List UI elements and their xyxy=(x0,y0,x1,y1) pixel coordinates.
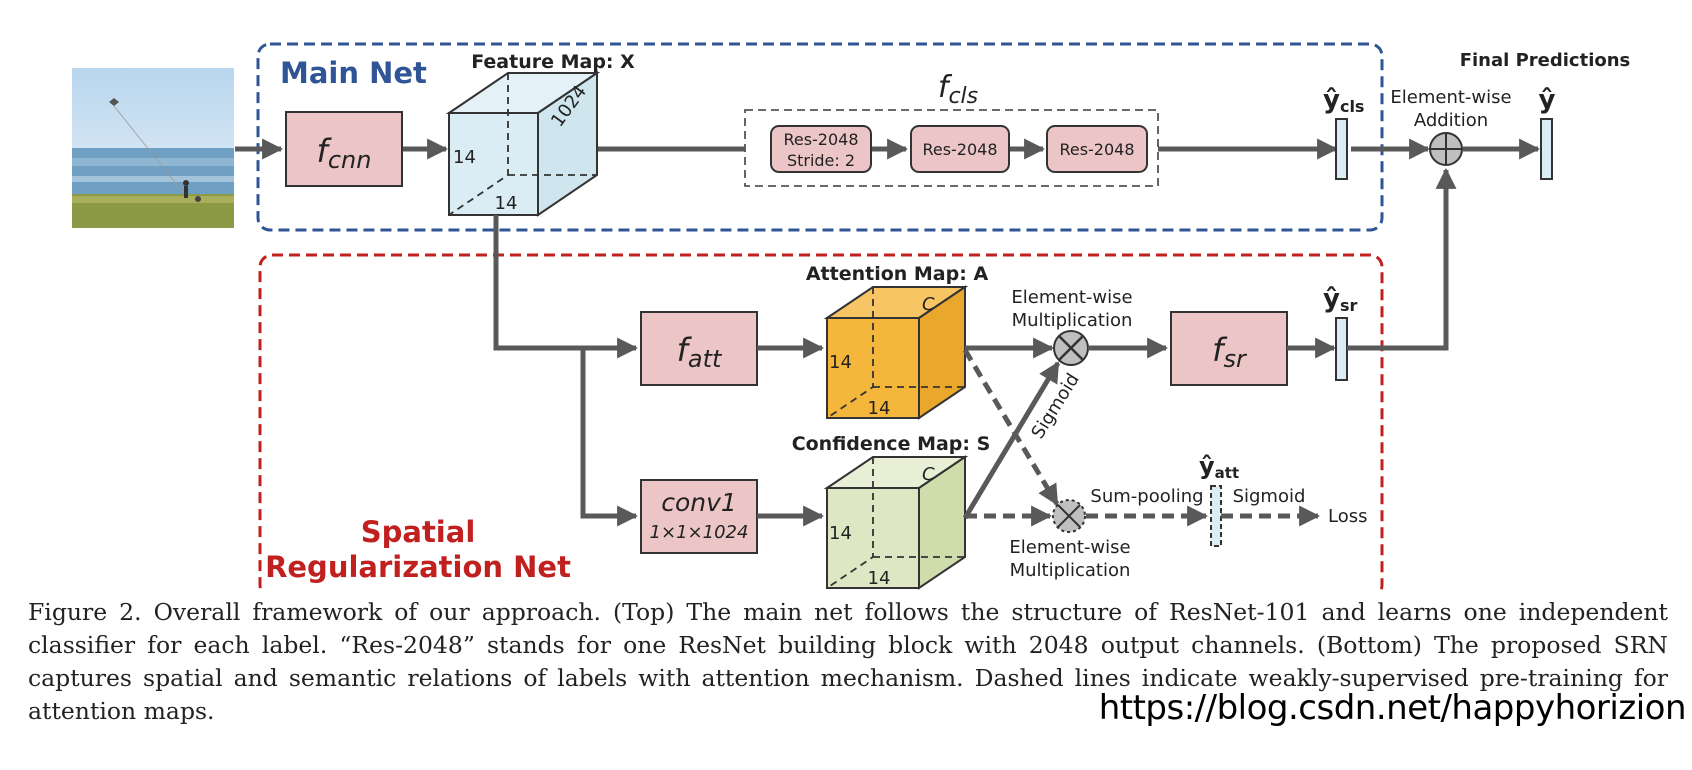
conv1-label: conv1 xyxy=(661,488,737,517)
final-predictions-label: Final Predictions xyxy=(1460,50,1631,71)
srn-frame xyxy=(258,253,1384,590)
watermark: https://blog.csdn.net/happyhorizion xyxy=(1098,688,1687,728)
mult-bottom-label-line1: Element-wise xyxy=(1009,537,1130,558)
main-net-title: Main Net xyxy=(280,56,427,90)
addition-label-line2: Addition xyxy=(1414,110,1488,131)
fcnn-box xyxy=(285,111,403,187)
sigmoid-diagonal-label: Sigmoid xyxy=(1027,370,1083,443)
attention-map-dim-depth: C xyxy=(922,294,935,315)
figure-caption: Figure 2. Overall framework of our appro… xyxy=(28,598,1668,725)
attention-map-title: Attention Map: A xyxy=(806,263,989,285)
dashed-attention-to-mult2 xyxy=(962,348,1060,506)
confidence-map-cube xyxy=(823,455,969,590)
addition-label-line1: Element-wise xyxy=(1390,87,1511,108)
mult-top-label-line2: Multiplication xyxy=(1012,310,1133,331)
arrow-featuremap-to-fatt xyxy=(493,215,639,359)
res-block-3-label: Res-2048 xyxy=(1059,140,1134,159)
ysr-label: ŷsr xyxy=(1323,284,1357,315)
confidence-map-dim-depth: C xyxy=(922,464,935,485)
ycls-label: ŷcls xyxy=(1323,85,1364,116)
srn-title-line1: Spatial xyxy=(361,515,476,549)
y-final-label: ŷ xyxy=(1539,85,1556,115)
sum-pooling-label: Sum-pooling xyxy=(1090,486,1203,507)
confidence-map-dim-bottom: 14 xyxy=(868,568,891,589)
fcls-label: fcls xyxy=(938,70,978,109)
arrow-ysr-to-add xyxy=(1347,167,1457,351)
yatt-bar xyxy=(1210,485,1222,547)
confidence-map-title: Confidence Map: S xyxy=(792,433,991,455)
sigmoid-label: Sigmoid xyxy=(1233,486,1306,507)
res-block-2-label: Res-2048 xyxy=(922,140,997,159)
fsr-box xyxy=(1170,311,1288,386)
conv1-box xyxy=(640,479,758,554)
attention-map-cube xyxy=(823,285,969,420)
fcls-group-frame xyxy=(744,109,1159,187)
res-block-2 xyxy=(910,125,1010,173)
arrow-branch-to-conv1 xyxy=(580,348,639,527)
loss-label: Loss xyxy=(1328,506,1367,527)
framework-diagram: Main Net Spatial Regularization Net fcnn… xyxy=(72,42,1631,590)
feature-map-dim-bottom: 14 xyxy=(495,193,518,214)
attention-map-dim-side: 14 xyxy=(829,352,852,373)
res-block-1-line2: Stride: 2 xyxy=(787,151,855,170)
input-image xyxy=(72,68,234,228)
mult-bottom-label-line2: Multiplication xyxy=(1010,560,1131,581)
attention-map-dim-bottom: 14 xyxy=(868,398,891,419)
feature-map-title: Feature Map: X xyxy=(471,51,635,73)
y-final-bar xyxy=(1540,118,1553,180)
srn-title-line2: Regularization Net xyxy=(265,550,571,584)
feature-map-cube xyxy=(445,71,601,217)
ysr-bar xyxy=(1335,317,1348,381)
mult-top-label-line1: Element-wise xyxy=(1011,287,1132,308)
conv1-sublabel: 1×1×1024 xyxy=(650,522,749,543)
yatt-label: ŷatt xyxy=(1199,452,1239,482)
arrow-confidence-to-mult xyxy=(962,361,1061,520)
main-net-frame xyxy=(256,42,1384,232)
ycls-bar xyxy=(1335,118,1348,180)
confidence-map-dim-side: 14 xyxy=(829,523,852,544)
res-block-1 xyxy=(770,125,872,173)
res-block-1-line1: Res-2048 xyxy=(783,130,858,149)
res-block-3 xyxy=(1046,125,1148,173)
feature-map-dim-side: 14 xyxy=(453,147,476,168)
